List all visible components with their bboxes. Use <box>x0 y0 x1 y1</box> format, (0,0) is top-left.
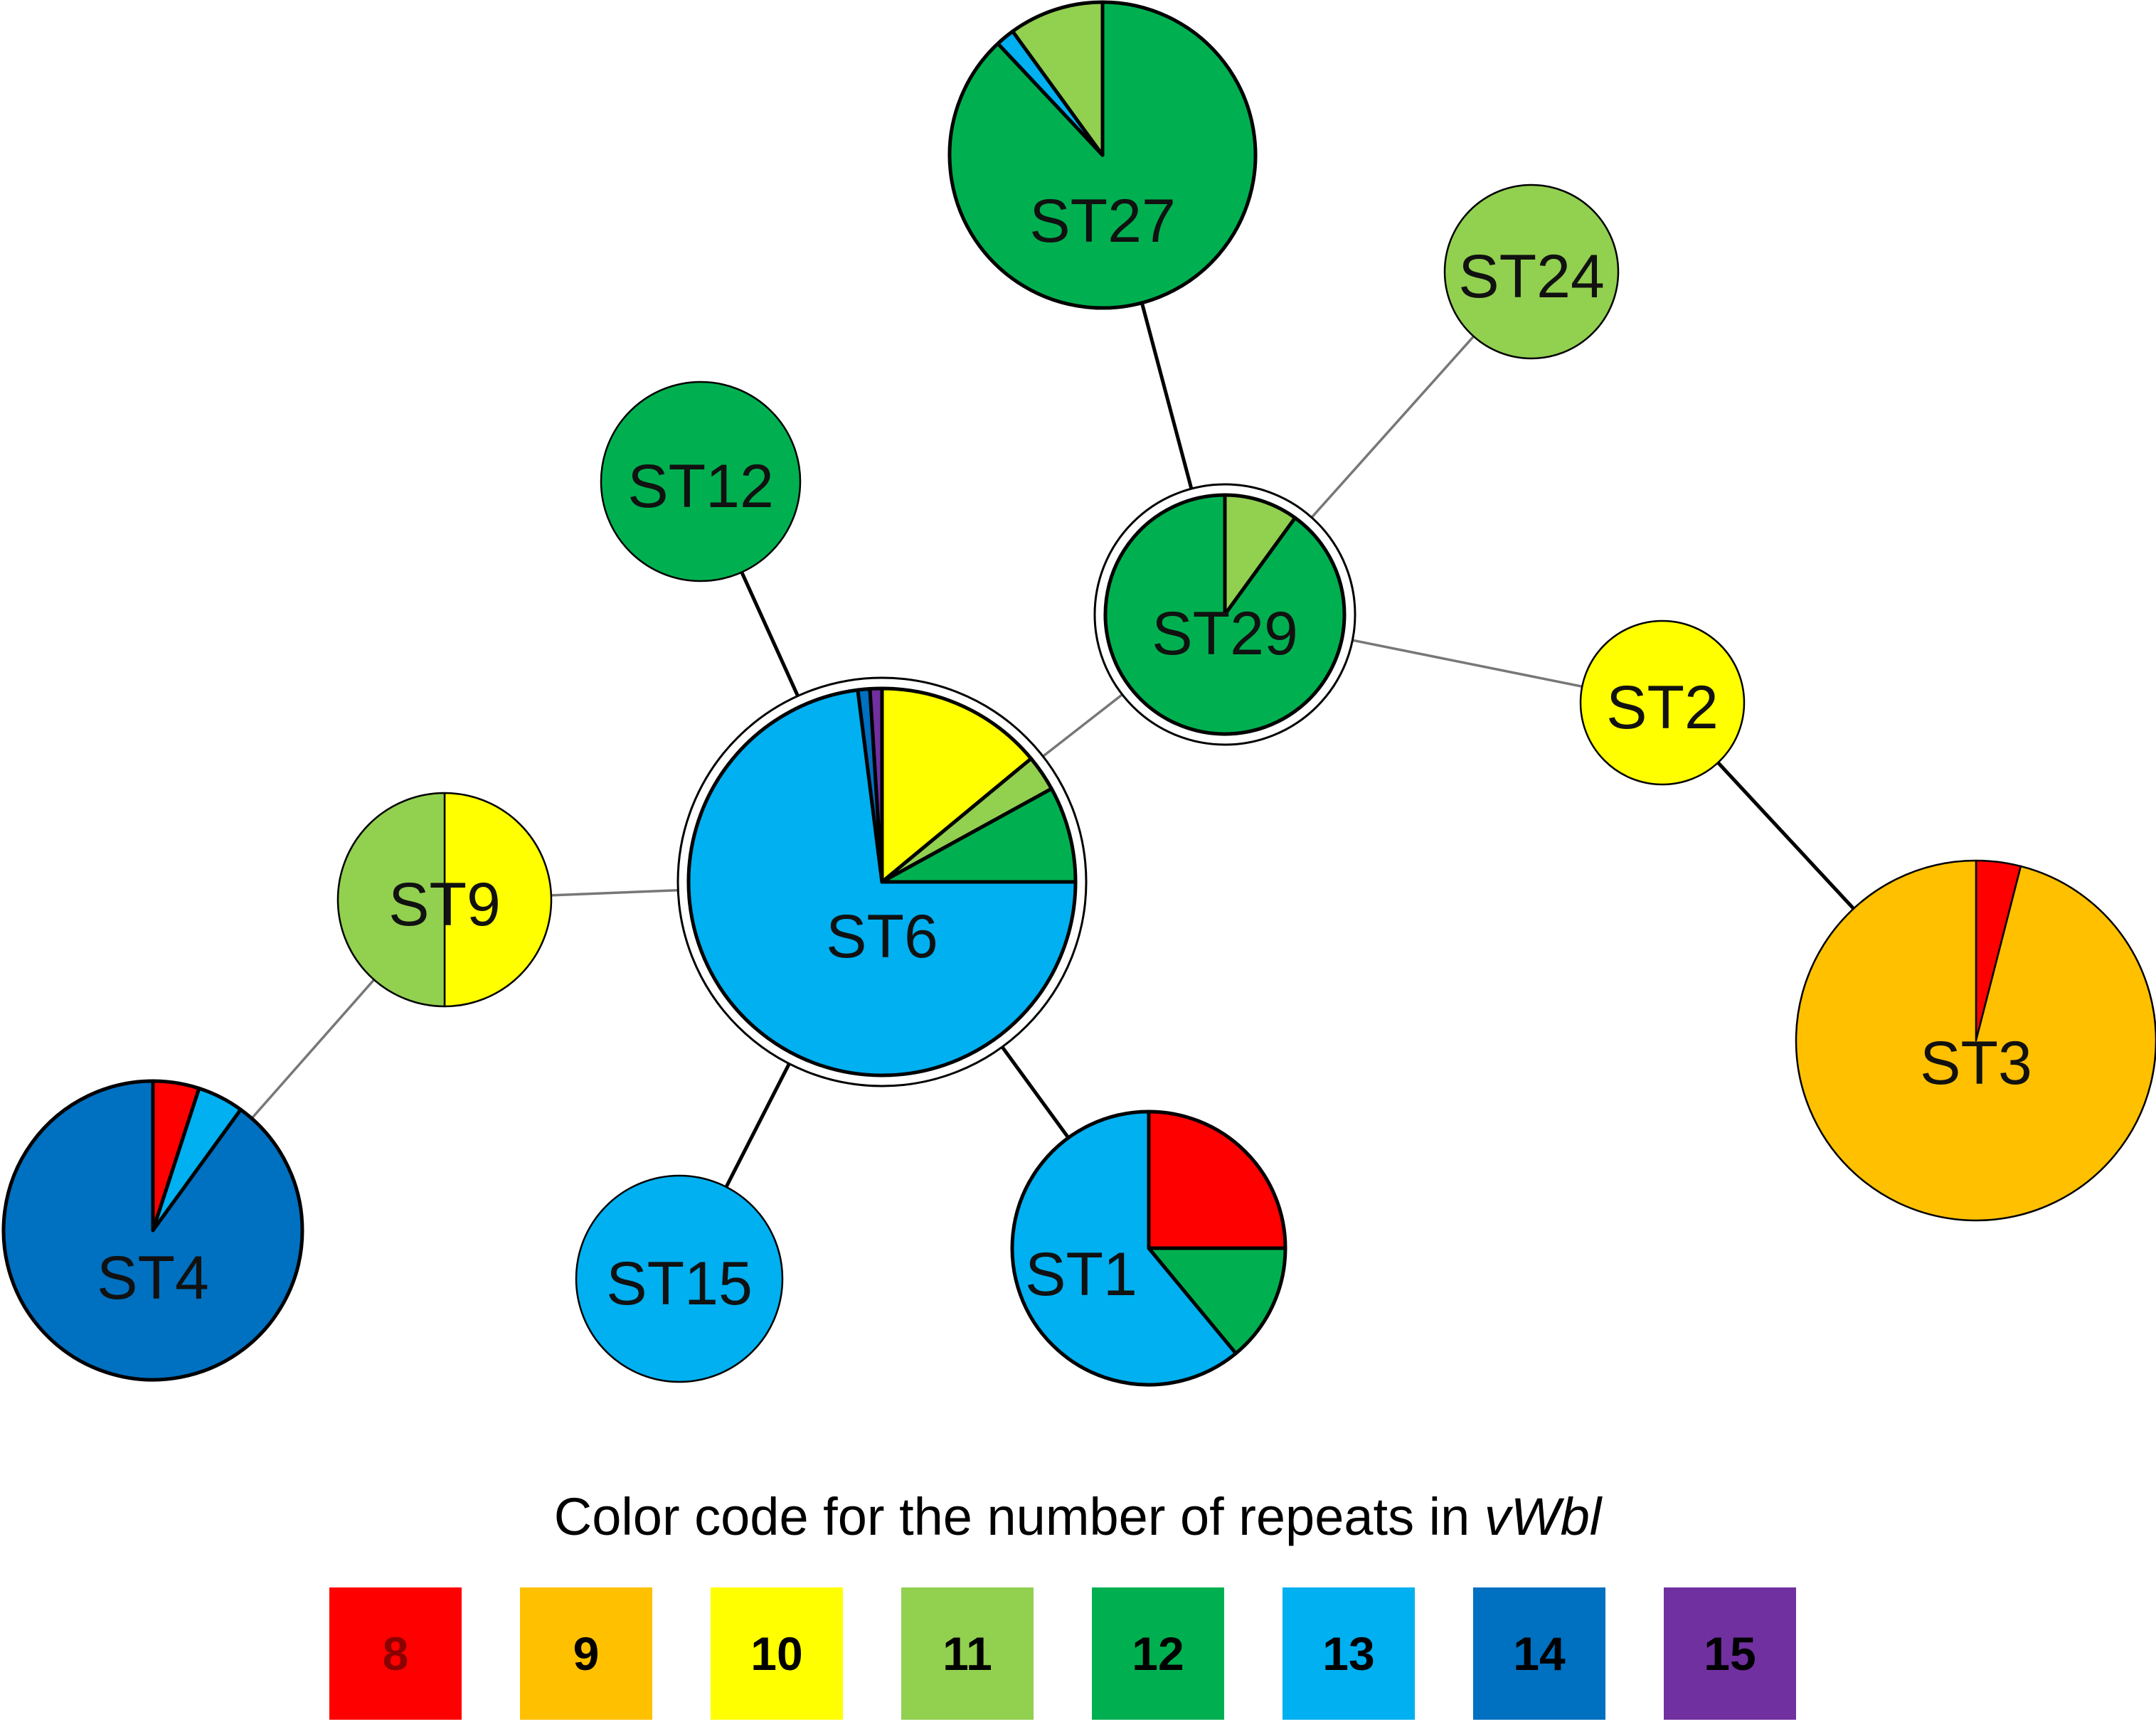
pie-slice-repeat-12 <box>600 381 802 582</box>
node-label: ST1 <box>1025 1240 1137 1309</box>
color-legend: Color code for the number of repeats in … <box>329 1487 1796 1720</box>
pie-slice-repeat-11 <box>1011 0 1105 157</box>
node-label: ST12 <box>627 452 774 521</box>
legend-swatch <box>711 1587 843 1720</box>
node-label: ST6 <box>826 903 938 971</box>
pie-slice-repeat-14 <box>1 1079 304 1382</box>
legend-title-gene: vWbl <box>1485 1487 1603 1546</box>
pie-slice-repeat-8 <box>1147 1110 1287 1250</box>
legend-swatch <box>520 1587 652 1720</box>
pie-slice-repeat-12 <box>1103 493 1347 736</box>
legend-label: 14 <box>1513 1627 1566 1680</box>
pie-slice-repeat-10 <box>443 792 553 1008</box>
legend-swatch <box>1283 1587 1415 1720</box>
node-label: ST9 <box>388 871 501 939</box>
node-st9: ST9 <box>336 792 553 1008</box>
legend-label: 8 <box>383 1627 409 1680</box>
legend-swatch <box>1664 1587 1796 1720</box>
node-label: ST2 <box>1606 674 1719 742</box>
node-label: ST4 <box>97 1244 209 1312</box>
legend-label: 13 <box>1322 1627 1374 1680</box>
legend-swatch <box>329 1587 462 1720</box>
node-label: ST24 <box>1458 243 1605 311</box>
node-label: ST27 <box>1029 187 1176 255</box>
pie-slice-repeat-12 <box>1147 1246 1287 1356</box>
legend-label: 12 <box>1132 1627 1184 1680</box>
node-st3: ST3 <box>1795 859 2156 1222</box>
legend-swatch <box>1092 1587 1224 1720</box>
node-st2: ST2 <box>1579 619 1746 786</box>
legend-swatch <box>1473 1587 1605 1720</box>
legend-label: 11 <box>942 1627 992 1680</box>
legend-item-14: 14 <box>1473 1587 1605 1720</box>
legend-item-13: 13 <box>1283 1587 1415 1720</box>
legend-item-8: 8 <box>329 1587 462 1720</box>
node-st4: ST4 <box>1 1079 304 1382</box>
node-label: ST3 <box>1920 1029 2032 1097</box>
pie-slice-repeat-12 <box>880 787 1078 884</box>
node-st12: ST12 <box>600 381 802 582</box>
pie-slice-repeat-10 <box>880 686 1034 884</box>
node-label: ST15 <box>606 1250 753 1318</box>
pie-slice-repeat-11 <box>1443 183 1620 360</box>
legend-item-15: 15 <box>1664 1587 1796 1720</box>
node-label: ST29 <box>1152 600 1298 668</box>
node-st29: ST29 <box>1093 483 1356 746</box>
pie-slice-repeat-13 <box>1010 1110 1238 1387</box>
node-st6: ST6 <box>676 676 1088 1087</box>
pie-slice-repeat-13 <box>575 1174 784 1383</box>
pie-slice-repeat-11 <box>336 792 446 1008</box>
legend-item-11: 11 <box>901 1587 1034 1720</box>
node-st24: ST24 <box>1443 183 1620 360</box>
legend-item-10: 10 <box>711 1587 843 1720</box>
legend-items: 8 9 10 11 12 13 14 15 <box>329 1587 1796 1720</box>
pie-slice-repeat-10 <box>1579 619 1746 786</box>
pie-slice-repeat-9 <box>1795 859 2156 1222</box>
legend-swatch <box>901 1587 1034 1720</box>
node-st27: ST27 <box>947 0 1258 310</box>
pie-slice-repeat-15 <box>868 686 884 884</box>
legend-item-12: 12 <box>1092 1587 1224 1720</box>
legend-item-9: 9 <box>520 1587 652 1720</box>
legend-title: Color code for the number of repeats in … <box>554 1487 1603 1546</box>
node-st15: ST15 <box>575 1174 784 1383</box>
legend-label: 9 <box>573 1627 600 1680</box>
legend-label: 15 <box>1704 1627 1756 1680</box>
node-st1: ST1 <box>1010 1110 1287 1387</box>
legend-label: 10 <box>750 1627 802 1680</box>
legend-title-text: Color code for the number of repeats in <box>554 1487 1485 1546</box>
pie-slice-repeat-11 <box>1223 493 1297 617</box>
